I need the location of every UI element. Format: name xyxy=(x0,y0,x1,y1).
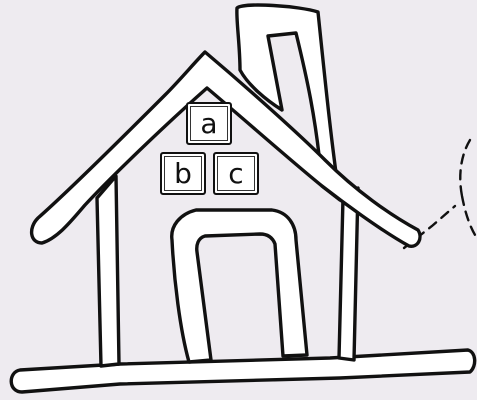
right-wall xyxy=(339,188,358,360)
door-drawing xyxy=(172,210,307,362)
left-wall xyxy=(97,176,119,366)
ground-line xyxy=(11,350,474,392)
block-c: c xyxy=(213,152,259,195)
block-a: a xyxy=(186,102,232,145)
block-b: b xyxy=(160,152,206,195)
